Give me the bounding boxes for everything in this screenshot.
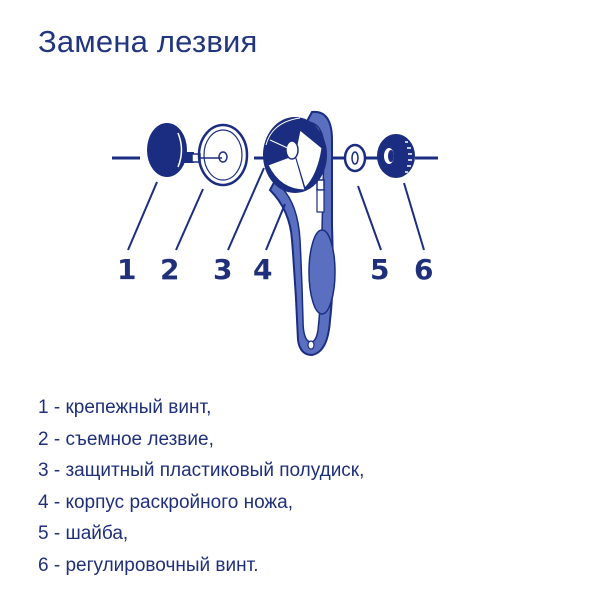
plastic-half-disk-icon <box>263 117 327 193</box>
legend-item: 2 - съемное лезвие, <box>38 428 214 450</box>
page-title: Замена лезвия <box>38 24 258 59</box>
leader-lines <box>127 167 425 251</box>
legend-item: 1 - крепежный винт, <box>38 397 212 418</box>
legend-item: 3 - защитный пластиковый полудиск, <box>38 460 365 481</box>
blade-icon <box>197 123 249 187</box>
part-label-2: 2 <box>160 253 180 286</box>
legend-item: 6 - регулировочный винт. <box>38 554 259 576</box>
legend-item: 4 - корпус раскройного ножа, <box>38 491 293 513</box>
mounting-screw-icon <box>147 123 201 177</box>
part-label-5: 5 <box>370 253 390 286</box>
adjusting-screw-icon <box>377 134 415 178</box>
part-label-1: 1 <box>117 253 137 286</box>
part-label-6: 6 <box>414 253 434 286</box>
legend-item: 5 - шайба, <box>38 523 129 544</box>
part-label-3: 3 <box>213 253 233 286</box>
parts-legend: 1 - крепежный винт, 2 - съемное лезвие, … <box>38 392 364 581</box>
exploded-diagram <box>112 110 438 357</box>
washer-icon <box>343 143 367 173</box>
part-label-4: 4 <box>253 253 273 286</box>
